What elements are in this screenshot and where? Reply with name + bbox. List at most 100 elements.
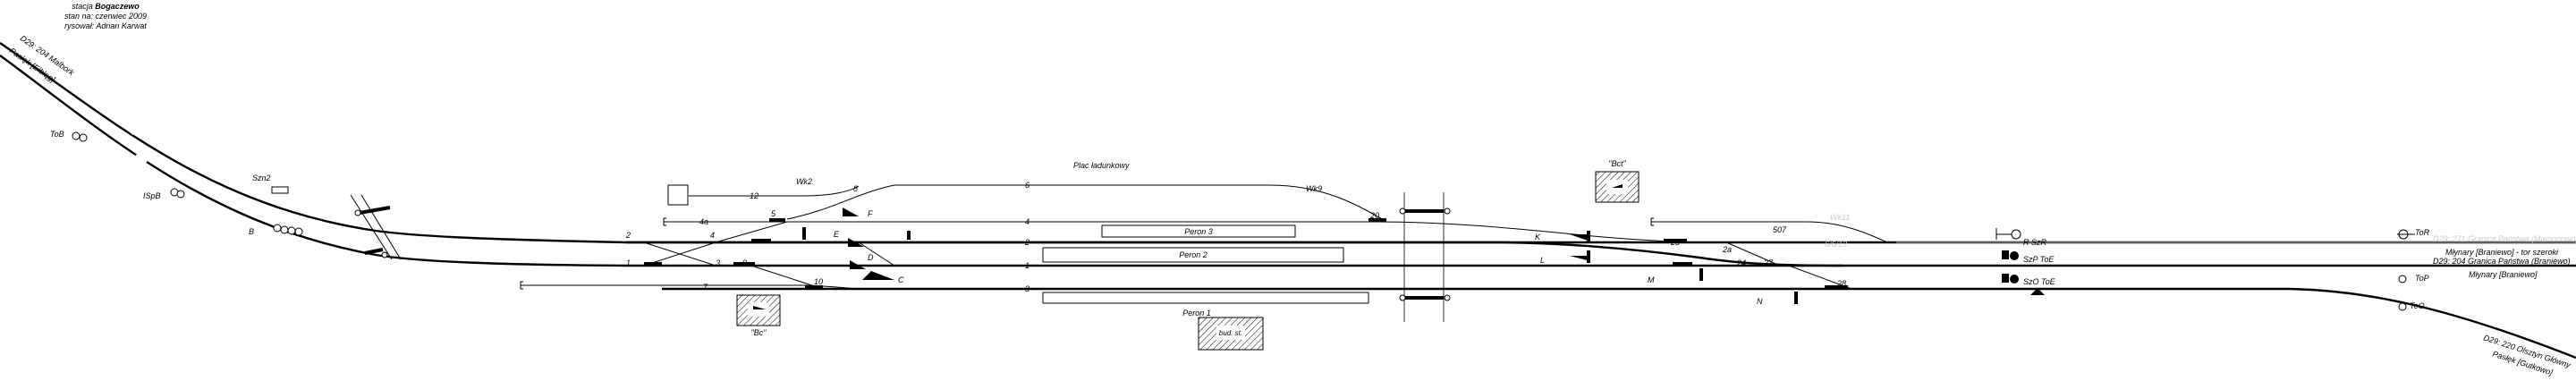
signal-P-label: SzP ToE <box>2023 255 2055 264</box>
switch-blade-5 <box>769 218 785 222</box>
track-2-label: 2 <box>1024 238 1030 247</box>
track-crossover-d <box>750 265 824 290</box>
track-4a-label: 4a <box>699 217 708 226</box>
signal-D-label: D <box>868 253 874 262</box>
signal-ToP-label: ToP <box>2415 274 2429 283</box>
signal-B-label: B <box>249 227 254 236</box>
switch-blade-24 <box>1673 262 1692 266</box>
switch-5-label: 5 <box>771 209 776 218</box>
switch-1-label: 1 <box>626 258 631 267</box>
signal-F-label: F <box>868 209 873 218</box>
switch-blade-28 <box>1825 285 1848 289</box>
switch-3-label: 3 <box>716 258 720 267</box>
track-3 <box>662 287 2576 360</box>
signal-labels: ToB Szn2 ISpB B Wk2 Wk9 F E D C K L M N … <box>50 130 2430 310</box>
signal-K-icon <box>1570 234 1590 241</box>
track-507-label: 507 <box>1773 225 1787 234</box>
signal-ToB-icon <box>72 131 80 140</box>
signal-Szn2-label: Szn2 <box>252 174 271 182</box>
tracks <box>0 42 2576 360</box>
header-author-label: rysował: Adrian Karwat <box>64 21 147 30</box>
signal-Wk11-label: Wk11 <box>1830 213 1850 222</box>
signal-ToO-label: ToO <box>2410 301 2425 310</box>
switch-10-label: 10 <box>814 277 823 286</box>
header-line1-label: stacja Bogaczewo <box>72 2 140 11</box>
signal-post-N <box>1794 292 1798 304</box>
switch-blade-4 <box>751 239 771 242</box>
header-date-label: stan na: czerwiec 2009 <box>64 12 147 21</box>
track-main-curve-upper <box>0 42 1521 244</box>
signal-C-label: C <box>898 275 904 284</box>
signal-R-post <box>1996 228 2012 240</box>
signal-O-icon <box>2010 275 2019 284</box>
signal-L-label: L <box>1540 256 1545 265</box>
track-crossover-c <box>715 221 788 243</box>
switch-blade-1 <box>644 262 662 266</box>
signal-grey-mid-label: 6/6/13 <box>1825 240 1847 249</box>
crossing-beam-left-2 <box>360 194 402 260</box>
switch-2a-label: 2a <box>1722 245 1732 254</box>
buffer-stop-4a <box>663 217 666 226</box>
buffer-stop-7 <box>520 281 523 290</box>
track-6-label: 6 <box>1025 181 1030 190</box>
platforms: Peron 3 Peron 2 Peron 1 <box>1042 224 1369 318</box>
left-signals <box>72 131 303 236</box>
signal-N-label: N <box>1757 297 1763 306</box>
switch-4-label: 4 <box>710 231 715 240</box>
platform-1 <box>1042 292 1369 304</box>
signal-box-bct-label: "Bct" <box>1608 159 1626 168</box>
track-numbers: 6 4 2 1 3 12 4a 7 507 5 8 2 4 1 3 9 10 2… <box>625 181 1846 293</box>
track-crossover-right-a <box>1725 241 1781 267</box>
switch-24-label: 24 <box>1736 258 1746 267</box>
track-1-label: 1 <box>1025 261 1030 270</box>
signal-L-icon <box>1570 256 1590 261</box>
buffer-stops <box>520 184 1654 290</box>
signal-Wk2-label: Wk2 <box>796 177 812 186</box>
line-right-faint: D29: 271 Granica Państwa (Mamonowo) <box>2433 234 2576 243</box>
signal-post-E <box>802 227 806 240</box>
barrier-pivot-left-top <box>354 209 361 216</box>
switch-blade-9 <box>733 262 755 266</box>
switch-blade-23 <box>1664 239 1687 242</box>
signal-Szn2-icon <box>271 186 289 194</box>
barrier-pivot-left-bottom <box>381 251 388 258</box>
signal-ToR-label: ToR <box>2415 228 2430 237</box>
signal-R-label: R SzR <box>2023 238 2047 247</box>
signal-P-box <box>2002 250 2009 259</box>
barrier-left-top <box>359 206 391 215</box>
signal-F-icon <box>843 207 859 216</box>
signal-tm-icon <box>2030 288 2045 295</box>
signal-D-icon <box>850 260 866 269</box>
track-crossover-right-b <box>1788 265 1852 290</box>
track-507 <box>1651 221 1888 243</box>
signal-O-box <box>2002 274 2009 283</box>
signal-E-label: E <box>834 230 840 239</box>
signal-post-D <box>907 231 911 240</box>
line-right-mlyny-wide: Młynary [Braniewo] - tor szeroki <box>2445 248 2559 257</box>
track-crossover-e <box>858 241 895 267</box>
track-12 <box>689 185 860 197</box>
station-building-label: bud. st. <box>1219 329 1242 337</box>
track-main-curve-lower <box>0 55 2576 267</box>
signal-ToO-icon <box>2398 302 2407 311</box>
switch-27-label: 27 <box>1763 258 1774 267</box>
signal-P-icon <box>2010 251 2019 260</box>
line-right-mlyny: Młynary [Braniewo] <box>2469 270 2538 279</box>
platform-3-label: Peron 3 <box>1184 227 1213 236</box>
signal-box-bc-label: "Bc" <box>751 328 767 337</box>
signal-M-label: M <box>1648 275 1655 284</box>
main-signals-right <box>1996 228 2415 311</box>
switch-2-label: 2 <box>625 231 631 240</box>
buffer-stop-12-box <box>667 184 689 206</box>
track-2 <box>626 241 1843 267</box>
signal-ToP-icon <box>2398 275 2407 284</box>
signal-E-icon <box>848 238 864 247</box>
track-crossover-left-b <box>643 241 716 267</box>
track-6 <box>786 184 1387 223</box>
track-3-label: 3 <box>1025 284 1030 293</box>
crossing-beam-left <box>350 194 393 260</box>
shunt-signals <box>843 207 1590 280</box>
platform-1-label: Peron 1 <box>1182 309 1211 318</box>
platform-2 <box>1042 247 1344 263</box>
